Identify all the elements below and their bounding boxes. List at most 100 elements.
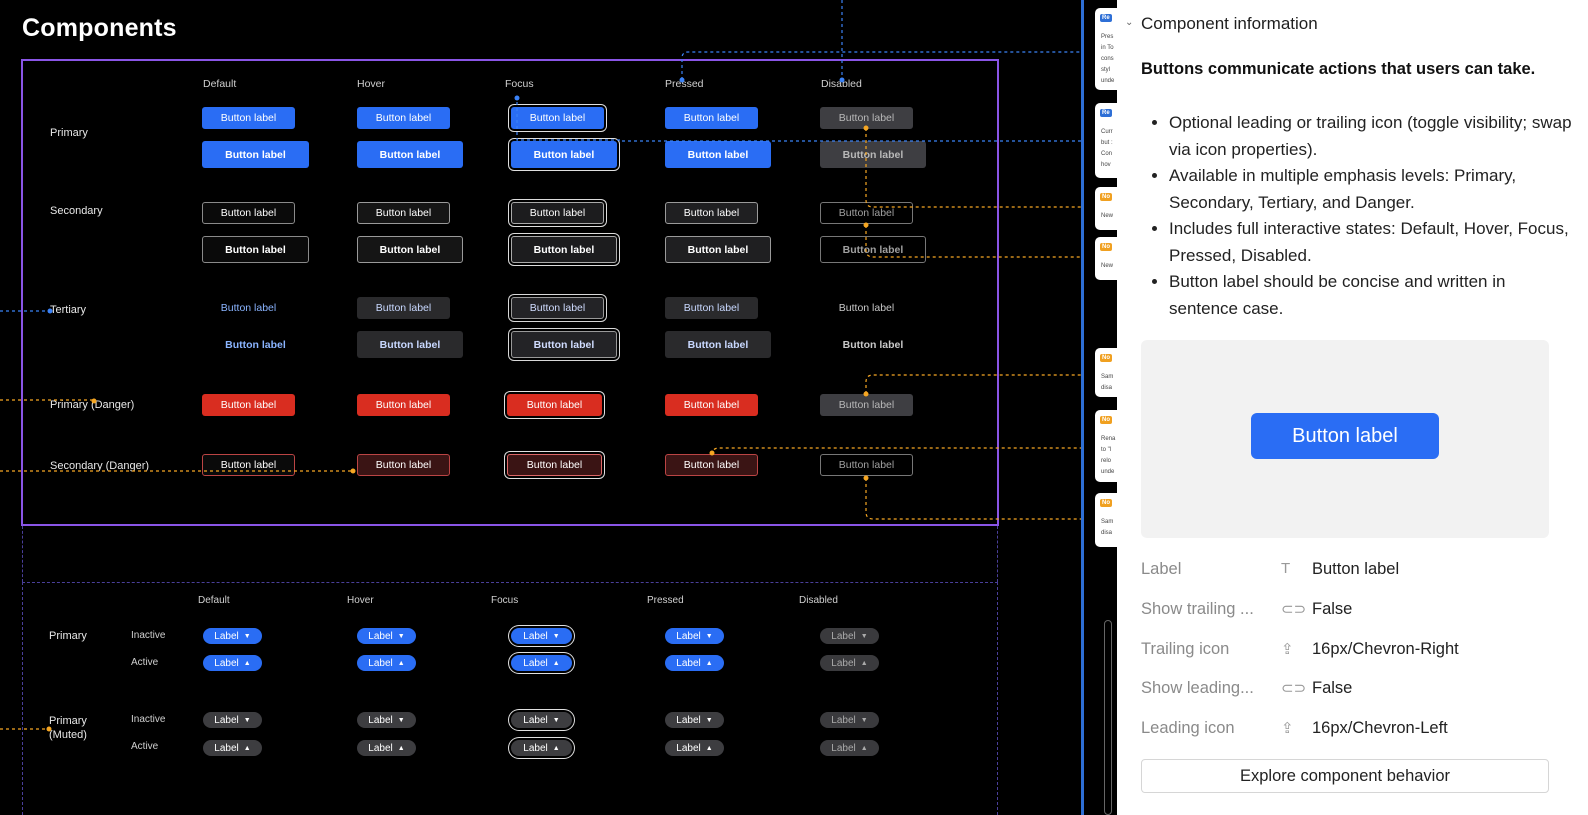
button-variant[interactable]: Button label — [665, 297, 758, 319]
chip-variant[interactable]: Label▼ — [357, 628, 416, 644]
chip-variant[interactable]: Label▼ — [511, 712, 572, 728]
property-value[interactable]: Button label — [1312, 560, 1400, 578]
chip-label: Label — [831, 657, 856, 669]
chip-variant[interactable]: Label▲ — [665, 655, 724, 671]
chevron-down-icon: ▼ — [397, 716, 405, 724]
button-variant[interactable]: Button label — [820, 454, 913, 476]
chevron-down-icon[interactable]: ⌄ — [1125, 17, 1134, 28]
note-tag: No — [1100, 354, 1112, 362]
chip-variant[interactable]: Label▲ — [203, 740, 262, 756]
button-variant[interactable]: Button label — [511, 141, 617, 168]
row-header: Secondary (Danger) — [50, 460, 150, 472]
list-item: Optional leading or trailing icon (toggl… — [1169, 110, 1574, 163]
button-variant[interactable]: Button label — [357, 454, 450, 476]
button-variant[interactable]: Button label — [820, 394, 913, 416]
preview-button[interactable]: Button label — [1251, 413, 1439, 459]
state-label: Active — [131, 657, 159, 668]
column-header: Focus — [491, 595, 519, 606]
button-variant[interactable]: Button label — [220, 302, 277, 314]
property-value[interactable]: 16px/Chevron-Left — [1312, 719, 1448, 737]
button-variant[interactable]: Button label — [511, 202, 604, 224]
panel-section-title[interactable]: Component information — [1141, 14, 1318, 33]
component-preview: Button label — [1141, 340, 1549, 538]
note-text: disa — [1101, 385, 1113, 391]
button-variant[interactable]: Button label — [202, 107, 295, 129]
button-variant[interactable]: Button label — [357, 297, 450, 319]
chip-variant[interactable]: Label▲ — [820, 655, 879, 671]
connector-anchor — [839, 77, 845, 83]
property-value[interactable]: False — [1312, 679, 1353, 697]
chip-variant[interactable]: Label▼ — [820, 712, 879, 728]
chip-variant[interactable]: Label▲ — [357, 740, 416, 756]
button-variant[interactable]: Button label — [665, 394, 758, 416]
button-variant[interactable]: Button label — [511, 107, 604, 129]
chip-label: Label — [214, 657, 239, 669]
row-header: Tertiary — [50, 304, 87, 316]
state-label: Inactive — [131, 714, 166, 725]
canvas-panel-divider[interactable] — [1081, 0, 1084, 815]
chip-variant[interactable]: Label▲ — [511, 740, 572, 756]
button-variant[interactable]: Button label — [357, 202, 450, 224]
chip-variant[interactable]: Label ▼ — [357, 712, 416, 728]
swap-instance-icon: ⇪ — [1281, 641, 1294, 658]
chip-variant[interactable]: Label▼ — [511, 628, 572, 644]
button-variant[interactable]: Button label — [225, 338, 286, 351]
button-variant[interactable]: Button label — [357, 394, 450, 416]
button-variant[interactable]: Button label — [511, 236, 617, 263]
button-variant[interactable]: Button label — [665, 141, 771, 168]
explore-behavior-button[interactable]: Explore component behavior — [1141, 759, 1549, 793]
button-variant[interactable]: Button label — [357, 107, 450, 129]
button-variant[interactable]: Button label — [507, 454, 602, 476]
button-variant[interactable]: Button label — [820, 236, 926, 263]
button-variant[interactable]: Button label — [665, 202, 758, 224]
component-description: Buttons communicate actions that users c… — [1141, 60, 1536, 78]
chip-component-set-frame[interactable] — [22, 582, 998, 815]
chip-variant[interactable]: Label▼ — [203, 628, 262, 644]
button-variant[interactable]: Button label — [357, 141, 463, 168]
chip-variant[interactable]: Label▼ — [203, 712, 262, 728]
chip-label: Label — [368, 714, 393, 726]
chip-label: Label — [831, 630, 856, 642]
connector-anchor — [514, 95, 520, 101]
chip-variant[interactable]: Label▼ — [820, 628, 879, 644]
button-variant[interactable]: Button label — [507, 394, 602, 416]
button-variant[interactable]: Button label — [820, 107, 913, 129]
property-value[interactable]: False — [1312, 600, 1353, 618]
scrollbar[interactable] — [1104, 620, 1112, 815]
chip-variant[interactable]: Label▲ — [820, 740, 879, 756]
button-variant[interactable]: Button label — [202, 141, 309, 168]
button-variant[interactable]: Button label — [202, 202, 295, 224]
chip-label: Label — [523, 742, 548, 754]
chip-variant[interactable]: Label ▲ — [203, 655, 262, 671]
connector-line — [681, 51, 1110, 80]
button-variant[interactable]: Button label — [357, 236, 463, 263]
connector-anchor — [46, 726, 52, 732]
button-variant[interactable]: Button label — [202, 236, 309, 263]
chip-variant[interactable]: Label▼ — [665, 712, 724, 728]
button-variant[interactable]: Button label — [665, 107, 758, 129]
property-value[interactable]: 16px/Chevron-Right — [1312, 640, 1459, 658]
button-variant[interactable]: Button label — [202, 394, 295, 416]
button-variant[interactable]: Button label — [820, 141, 926, 168]
button-component-set-frame[interactable] — [21, 59, 999, 526]
chip-variant[interactable]: Label▲ — [665, 740, 724, 756]
chip-variant[interactable]: Label▼ — [665, 628, 724, 644]
toggle-icon: ⊂⊃ — [1281, 680, 1307, 697]
button-variant[interactable]: Button label — [665, 331, 771, 358]
button-variant[interactable]: Button label — [511, 297, 604, 319]
chip-variant[interactable]: Label▲ — [511, 655, 572, 671]
connector-line — [865, 128, 1110, 208]
button-variant[interactable]: Button label — [665, 236, 771, 263]
chevron-up-icon: ▲ — [243, 659, 251, 667]
chevron-up-icon: ▲ — [705, 744, 713, 752]
chevron-up-icon: ▲ — [243, 744, 251, 752]
column-header: Pressed — [665, 78, 704, 90]
button-variant[interactable]: Button label — [511, 331, 617, 358]
button-variant[interactable]: Button label — [357, 331, 463, 358]
state-label: Inactive — [131, 630, 166, 641]
button-variant[interactable]: Button label — [842, 338, 904, 351]
connector-anchor — [863, 475, 869, 481]
note-tag: Re — [1100, 14, 1112, 22]
button-variant[interactable]: Button label — [838, 302, 895, 314]
chip-variant[interactable]: Label▲ — [357, 655, 416, 671]
